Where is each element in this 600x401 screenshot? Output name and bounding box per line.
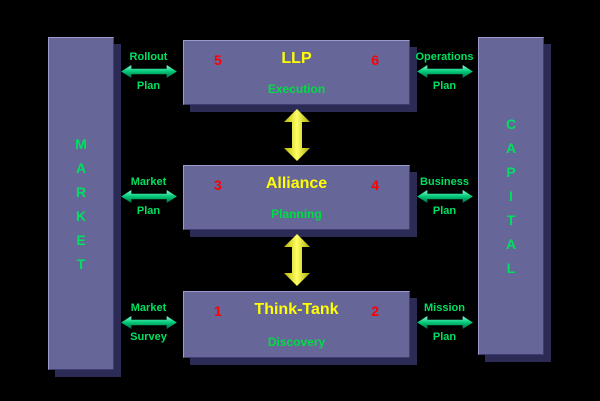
capital-bar-letter: C [505,116,517,132]
capital-bar-letter: P [506,164,516,180]
horizontal-double-arrow-icon [416,65,473,78]
link-label-top: Market [130,176,167,188]
stage-number-2: 2 [371,303,379,319]
stage-number-3: 3 [214,177,222,193]
capital-bar-letter: T [506,212,516,228]
horizontal-double-arrow-icon [120,316,177,329]
capital-bar: C A P I T A L [478,37,544,355]
link-label-top: Rollout [129,51,168,63]
link-mission-plan: Mission Plan [412,301,477,344]
horizontal-double-arrow-icon [416,190,473,203]
node-llp-subtitle: Execution [267,82,326,96]
node-alliance-subtitle: Planning [271,207,322,221]
link-label-bottom: Plan [136,80,161,92]
capital-bar-letter: I [509,188,513,204]
link-label-top: Market [130,302,167,314]
link-label-top: Mission [424,302,465,314]
node-llp-title: LLP [281,50,312,67]
link-label-bottom: Plan [432,80,457,92]
market-bar-letter: T [76,255,86,272]
node-llp: 5 LLP Execution 6 [183,40,410,105]
vertical-double-arrow-icon [284,109,310,161]
stage-number-5: 5 [214,52,222,68]
market-bar-letter: K [75,207,87,224]
market-bar-letter: R [75,183,87,200]
link-label-top: Operations [415,51,474,63]
horizontal-double-arrow-icon [416,316,473,329]
link-rollout-plan: Rollout Plan [116,50,181,93]
market-bar-letter: A [75,159,87,176]
link-market-plan: Market Plan [116,175,181,218]
node-alliance: 3 Alliance Planning 4 [183,165,410,230]
node-think-tank: 1 Think-Tank Discovery 2 [183,291,410,358]
link-business-plan: Business Plan [412,175,477,218]
link-operations-plan: Operations Plan [412,50,477,93]
link-market-survey: Market Survey [116,301,181,344]
horizontal-double-arrow-icon [120,65,177,78]
stage-number-6: 6 [371,52,379,68]
market-bar-letter: E [76,231,86,248]
capital-bar-letter: A [505,236,517,252]
market-bar: M A R K E T [48,37,114,370]
link-label-bottom: Survey [130,331,167,343]
node-think-tank-title: Think-Tank [254,301,339,318]
vertical-double-arrow-icon [284,234,310,286]
capital-bar-letter: L [506,260,516,276]
horizontal-double-arrow-icon [120,190,177,203]
capital-bar-letter: A [505,140,517,156]
link-label-bottom: Plan [432,331,457,343]
node-alliance-title: Alliance [265,175,328,192]
market-bar-letter: M [75,135,87,152]
stage-number-4: 4 [371,177,379,193]
link-label-bottom: Plan [136,205,161,217]
link-label-top: Business [420,176,469,188]
stage-number-1: 1 [214,303,222,319]
link-label-bottom: Plan [432,205,457,217]
node-think-tank-subtitle: Discovery [267,335,326,349]
